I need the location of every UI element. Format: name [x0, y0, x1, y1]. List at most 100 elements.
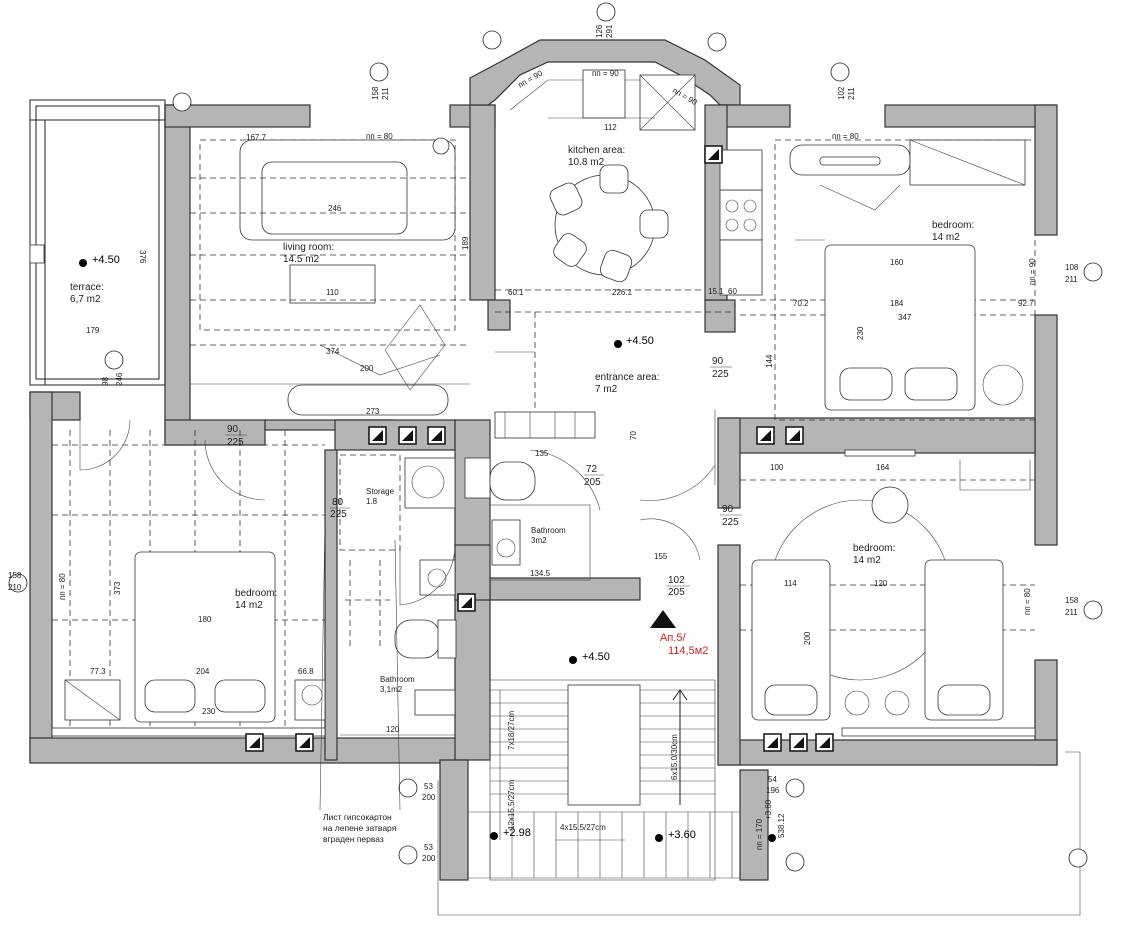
- window-w-3: 108: [1065, 263, 1079, 272]
- dim-26: 77.3: [90, 667, 106, 676]
- dim-3: 200: [360, 364, 374, 373]
- axis-ball-icon: [172, 92, 192, 112]
- window-w-8: 53: [424, 843, 433, 852]
- room-area-kitchen: 10.8 m2: [568, 157, 605, 168]
- opening-h-5: 205: [668, 587, 685, 598]
- switch-box-fill: [793, 737, 804, 748]
- dim-1: 246: [328, 204, 342, 213]
- bedroom-ne-furniture: [740, 139, 1036, 421]
- level-mid: +3.60: [668, 829, 696, 841]
- axis-ball-icon: [369, 62, 389, 82]
- room-name-bath1: Bathroom: [531, 526, 566, 535]
- level-terrace: +4.50: [92, 254, 120, 266]
- room-area-living: 14.5 m2: [283, 254, 320, 265]
- opening-h-1: 225: [330, 509, 347, 520]
- opening-w-5: 102: [668, 575, 685, 586]
- window-h-5: 211: [1065, 608, 1078, 617]
- window-w-6: 53: [424, 782, 433, 791]
- bedroom-se-furniture: [740, 449, 1036, 737]
- window-w-7: 54: [768, 775, 777, 784]
- switch-box-fill: [431, 430, 442, 441]
- room-name-bedroom-se: bedroom:: [853, 543, 895, 554]
- dim-16: 70.2: [793, 299, 809, 308]
- level-right: +3.60: [764, 799, 773, 820]
- opening-w-0: 90: [227, 424, 239, 435]
- axis-ball-icon: [482, 30, 502, 50]
- axis-ball-icon: [785, 852, 805, 872]
- room-name-storage: Storage: [366, 487, 395, 496]
- opening-h-3: 205: [584, 477, 601, 488]
- window-h-8: 200: [422, 854, 436, 863]
- dim-35: 179: [86, 326, 100, 335]
- dim-36: 376: [138, 250, 147, 264]
- axis-ball-icon: [707, 32, 727, 52]
- entrance-furniture: [494, 311, 735, 561]
- room-area-terrace: 6,7 m2: [70, 294, 101, 305]
- living-room-furniture: [190, 137, 470, 416]
- dimension-labels: 167.7 246 374 200 273 189 110 226.1 112 …: [86, 123, 1034, 838]
- room-area-bath2: 3,1m2: [380, 685, 403, 694]
- window-h-3: 211: [1065, 275, 1078, 284]
- switch-box-fill: [461, 597, 472, 608]
- dim-25: 180: [198, 615, 212, 624]
- axis-ball-icon: [1083, 262, 1103, 282]
- dim-22: 120: [874, 579, 888, 588]
- opening-w-1: 80: [332, 497, 344, 508]
- bathroom-fixtures: [339, 454, 591, 736]
- bedroom-sw-furniture: [51, 419, 326, 738]
- window-h-2: 211: [847, 87, 856, 100]
- dim-18: 144: [765, 354, 774, 368]
- dim-10: 15.1: [708, 287, 724, 296]
- room-name-bedroom-ne: bedroom:: [932, 220, 974, 231]
- axis-ball-icon: [785, 778, 805, 798]
- dim-32: 120: [386, 725, 400, 734]
- dim-33: 70: [629, 431, 638, 440]
- dim-7: 226.1: [612, 288, 633, 297]
- room-name-kitchen: kitchen area:: [568, 145, 625, 156]
- opening-h-4: 225: [722, 517, 739, 528]
- axis-ball-icon: [1083, 600, 1103, 620]
- dim-28: 66.8: [298, 667, 314, 676]
- axis-ball-icon: [398, 778, 418, 798]
- apartment-area: 114,5м2: [668, 645, 708, 657]
- door-openings: 90 225 80 225 90 225 72 205 90 225 102 2…: [225, 356, 742, 598]
- electrical-boxes: [245, 145, 834, 752]
- window-w-2: 102: [837, 86, 846, 100]
- sill-stair: пп = 170: [755, 818, 764, 850]
- room-name-entrance: entrance area:: [595, 372, 660, 383]
- room-name-living: living room:: [283, 242, 334, 253]
- dim-8: 112: [604, 123, 617, 132]
- dim-4: 273: [366, 407, 380, 416]
- window-w-1: 126: [595, 24, 604, 38]
- dim-12: 347: [898, 313, 912, 322]
- axis-ball-icon: [398, 845, 418, 865]
- window-size-marks: 158 211 126 291 102 211 108 211 158 210 …: [8, 24, 1079, 863]
- dim-15: 92.7: [1018, 299, 1034, 308]
- dim-38: 246: [115, 372, 124, 386]
- sill-living: пп = 80: [366, 132, 393, 141]
- switch-box-fill: [372, 430, 383, 441]
- dim-39: 538.12: [777, 813, 786, 838]
- dim-5: 189: [461, 236, 470, 250]
- terrace: [29, 99, 166, 386]
- dim-27: 373: [113, 581, 122, 595]
- switch-box-fill: [299, 737, 310, 748]
- note-line-1: Лист гипсокартон: [323, 812, 392, 822]
- level-lower: +2.98: [503, 827, 531, 839]
- window-w-4: 158: [8, 571, 22, 580]
- room-area-storage: 1.8: [366, 497, 378, 506]
- dim-2: 374: [326, 347, 340, 356]
- dim-23: 200: [803, 631, 812, 645]
- opening-h-0: 225: [227, 437, 244, 448]
- dim-19: 100: [770, 463, 784, 472]
- level-entrance: +4.50: [626, 335, 654, 347]
- room-area-bedroom-sw: 14 m2: [235, 600, 263, 611]
- axis-markers: [8, 2, 1103, 872]
- dim-37: 98: [101, 377, 110, 386]
- room-area-bath1: 3m2: [531, 536, 547, 545]
- dim-24: 204: [196, 667, 210, 676]
- stair-run-3: 4x15.5/27cm: [560, 823, 606, 832]
- opening-w-3: 72: [586, 464, 598, 475]
- level-landing: +4.50: [582, 651, 610, 663]
- dim-14: 160: [890, 258, 904, 267]
